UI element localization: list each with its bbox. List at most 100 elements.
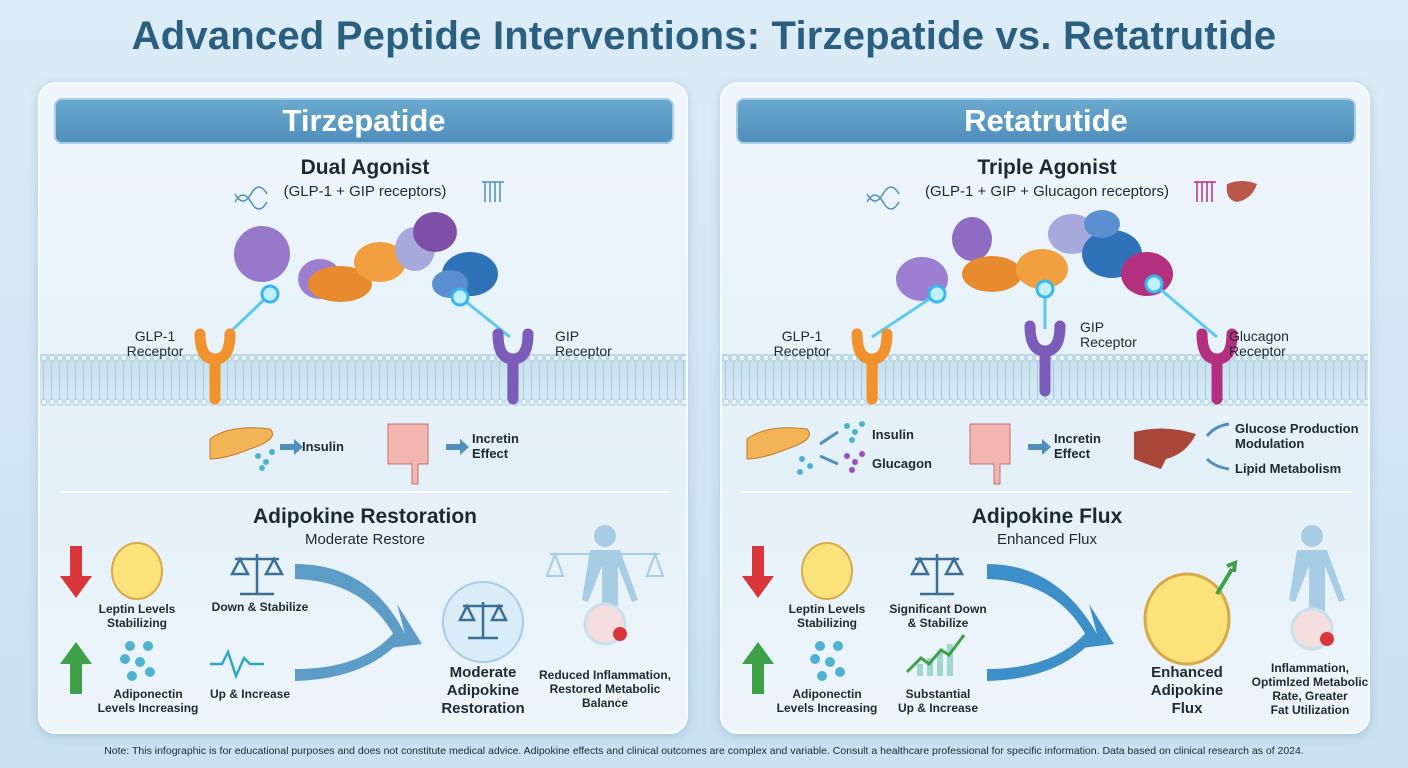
- label-line: Receptor: [555, 343, 612, 359]
- section-subtitle: Moderate Restore: [304, 531, 426, 548]
- label-line: Inflammation,: [1270, 661, 1349, 675]
- label-line: Levels Increasing: [776, 701, 878, 715]
- label-line: Leptin Levels: [98, 602, 176, 616]
- agonist-subtitle: (GLP-1 + GIP receptors): [283, 183, 447, 200]
- label-line: Receptor: [773, 343, 831, 359]
- section-subtitle: Enhanced Flux: [996, 531, 1098, 548]
- insulin-dots-icon: [797, 421, 865, 475]
- label-line: & Stabilize: [907, 616, 969, 630]
- label-line: Up & Increase: [897, 701, 979, 715]
- label-line: Enhanced: [1151, 664, 1223, 681]
- label-line: Fat Utilization: [1270, 703, 1350, 717]
- up-arrow-icon: [742, 642, 774, 694]
- down-arrow-icon: [60, 546, 92, 598]
- glp1-receptor: [194, 328, 236, 405]
- label-line: Receptor: [126, 343, 184, 359]
- up-arrow-icon: [60, 642, 92, 694]
- glp1-receptor: [851, 328, 893, 405]
- insulin-label: Insulin: [872, 427, 914, 442]
- binding-site: [927, 284, 947, 304]
- label-line: Substantial: [905, 687, 971, 701]
- peptide-molecule: [896, 210, 1173, 301]
- growth-chart-icon: [905, 634, 966, 676]
- label-line: Restoration: [441, 700, 525, 717]
- label-line: Receptor: [1080, 334, 1137, 350]
- label-line: GIP: [1080, 319, 1105, 335]
- label-line: Adiponectin: [113, 687, 183, 701]
- enhanced-fat-cell-icon: [1143, 572, 1231, 666]
- intestine-icon: [969, 423, 1011, 485]
- panel-header: Retatrutide: [736, 98, 1356, 144]
- section-title: Adipokine Flux: [971, 505, 1123, 528]
- arrow-icon: [280, 439, 303, 455]
- label-line: Effect: [472, 446, 509, 461]
- label-line: Rate, Greater: [1272, 689, 1348, 703]
- dna-icon: [234, 186, 268, 210]
- binding-site: [450, 287, 470, 307]
- glucagon-dots-icon: [844, 451, 865, 473]
- human-figure-icon: [582, 525, 638, 626]
- label-line: Restored Metabolic: [549, 682, 661, 696]
- label-line: Levels Increasing: [97, 701, 199, 715]
- label-line: Incretin: [1054, 431, 1101, 446]
- human-figure-icon: [1289, 525, 1345, 626]
- page-title: Advanced Peptide Interventions: Tirzepat…: [131, 14, 1277, 58]
- label-line: Glucose Production: [1235, 421, 1359, 436]
- lipid-metabolism-label: Lipid Metabolism: [1235, 461, 1342, 476]
- label-line: Stabilizing: [797, 616, 857, 630]
- peptide-molecule: [234, 212, 498, 302]
- binding-beam: [871, 292, 938, 339]
- label-line: Moderate: [449, 664, 517, 681]
- adiponectin-effect-label: Up & Increase: [209, 687, 291, 701]
- retatrutide-graphics: [742, 181, 1345, 694]
- leptin-effect-label: Significant Down& Stabilize: [889, 602, 986, 630]
- liver-icon: [1134, 428, 1196, 469]
- liver-icon: [1226, 181, 1257, 202]
- retatrutide-panel: Retatrutide Triple Agonist (GLP-1 + GIP …: [720, 82, 1370, 734]
- binding-site: [1144, 274, 1164, 294]
- section-title: Adipokine Restoration: [252, 505, 478, 528]
- intestine-icon: [387, 423, 429, 485]
- disclaimer-note: Note: This infographic is for educationa…: [104, 745, 1304, 757]
- down-arrow-icon: [742, 546, 774, 598]
- binding-site: [260, 284, 280, 304]
- cell-membrane: [40, 354, 686, 406]
- arrow-icon: [1028, 439, 1051, 455]
- label-line: GLP-1: [134, 328, 176, 344]
- label-line: GIP: [555, 328, 580, 344]
- label-line: Adipokine: [1150, 682, 1224, 699]
- alert-badge-icon: [613, 627, 627, 641]
- converging-arrow-icon: [295, 564, 422, 681]
- glucagon-label: Glucagon: [872, 456, 932, 471]
- gip-receptor: [1024, 320, 1066, 397]
- agonist-subtitle: (GLP-1 + GIP + Glucagon receptors): [924, 183, 1170, 200]
- arrow-icon: [819, 430, 839, 466]
- wave-icon: [210, 648, 264, 680]
- balance-scale-icon: [545, 551, 665, 577]
- label-line: Reduced Inflammation,: [538, 668, 672, 682]
- label-line: Glucagon: [1229, 328, 1289, 344]
- leptin-effect-label: Down & Stabilize: [211, 600, 309, 614]
- label-line: Optimlzed Metabolic: [1251, 675, 1369, 689]
- scale-icon: [229, 554, 285, 596]
- agonist-title: Triple Agonist: [977, 156, 1117, 179]
- binding-site: [1035, 279, 1055, 299]
- label-line: Incretin: [472, 431, 519, 446]
- receptor-icon: [482, 181, 504, 202]
- gip-receptor: [492, 328, 534, 405]
